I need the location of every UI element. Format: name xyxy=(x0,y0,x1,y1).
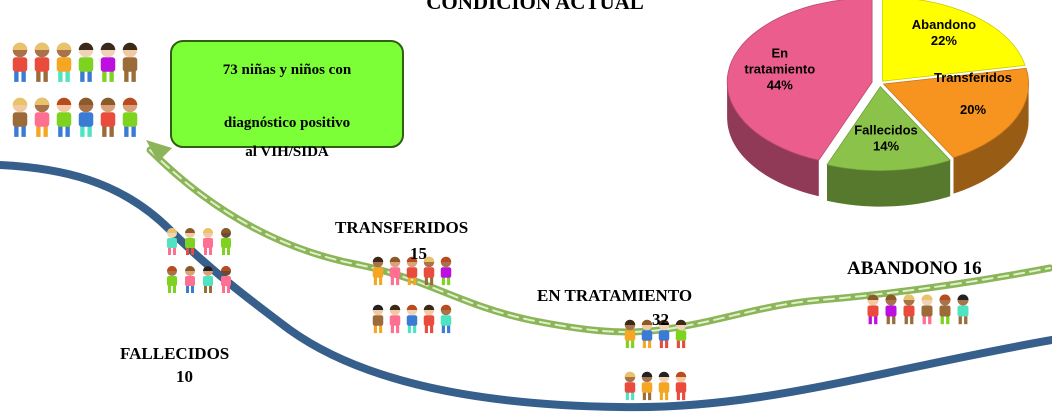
pie-label-abandono-1: 22% xyxy=(931,33,957,48)
pie-slice-transferidos xyxy=(882,67,1030,159)
summary-box xyxy=(170,40,404,148)
kids-tratamiento-kid-0-0 xyxy=(624,319,636,349)
pie-side-3 xyxy=(727,82,819,197)
arrow-head xyxy=(146,140,172,162)
kids-transferidos-kid-1-2 xyxy=(406,304,418,334)
stage-transferidos-name: TRANSFERIDOS xyxy=(335,218,469,237)
kids-topleft-kid-0-3 xyxy=(78,42,94,82)
pie-label-en-tratamiento-2: 44% xyxy=(767,77,793,92)
kids-abandono-kid-0-5 xyxy=(957,294,969,325)
pie-label-transferidos-0: Transferidos xyxy=(934,70,1012,85)
kids-tratamiento-kid-1-2 xyxy=(658,371,670,401)
children-group-tratamiento xyxy=(624,319,687,401)
pie-slice-en-tratamiento xyxy=(726,0,873,161)
kids-topleft-kid-1-0 xyxy=(12,97,28,137)
pie-side-1 xyxy=(953,84,1029,194)
kids-fallecidos-kid-0-0 xyxy=(167,228,177,255)
kids-tratamiento-kid-0-2 xyxy=(658,319,670,349)
pie-label-fallecidos-0: Fallecidos xyxy=(854,123,918,138)
kids-abandono-kid-0-4 xyxy=(939,294,951,325)
kids-fallecidos-kid-1-2 xyxy=(203,266,213,293)
stage-transferidos-count: 15 xyxy=(410,244,427,263)
kids-abandono-kid-0-1 xyxy=(885,294,897,325)
kids-fallecidos-kid-0-2 xyxy=(203,228,213,255)
pie-slice-fallecidos xyxy=(826,85,951,171)
kids-tratamiento-kid-0-3 xyxy=(675,319,687,349)
kids-transferidos-kid-1-1 xyxy=(389,304,401,334)
summary-line-3: al VIH/SIDA xyxy=(245,144,329,160)
kids-topleft-kid-0-1 xyxy=(34,42,50,82)
kids-transferidos-kid-0-3 xyxy=(423,256,435,286)
pie-label-abandono-0: Abandono xyxy=(912,17,976,32)
kids-topleft-kid-0-4 xyxy=(100,42,116,82)
kids-topleft-kid-0-5 xyxy=(122,42,138,82)
stage-fallecidos-count: 10 xyxy=(176,367,193,386)
kids-topleft-kid-1-1 xyxy=(34,97,50,137)
pie-slice-abandono xyxy=(882,0,1026,82)
summary-line-1: 73 niñas y niños con xyxy=(222,62,352,78)
kids-topleft-kid-0-2 xyxy=(56,42,72,82)
page-title: CONDICIÓN ACTUAL xyxy=(426,0,644,14)
kids-tratamiento-kid-1-0 xyxy=(624,371,636,401)
stage-tratamiento-name: EN TRATAMIENTO xyxy=(537,286,693,305)
pie-label-en-tratamiento-1: tratamiento xyxy=(744,61,815,76)
green-path-highlight xyxy=(149,149,1051,333)
kids-topleft-kid-1-5 xyxy=(122,97,138,137)
kids-transferidos-kid-0-2 xyxy=(406,256,418,286)
children-group-main xyxy=(12,42,138,137)
stage-tratamiento-count: 32 xyxy=(652,310,669,329)
kids-transferidos-kid-0-4 xyxy=(440,256,452,286)
kids-fallecidos-kid-1-0 xyxy=(167,266,177,293)
kids-tratamiento-kid-1-1 xyxy=(641,371,653,401)
kids-topleft-kid-1-2 xyxy=(56,97,72,137)
pie-label-fallecidos-1: 14% xyxy=(873,139,899,154)
pie-label-en-tratamiento-0: En xyxy=(771,45,788,60)
stage-fallecidos-name: FALLECIDOS xyxy=(120,344,230,363)
kids-abandono-kid-0-2 xyxy=(903,294,915,325)
kids-tratamiento-kid-1-3 xyxy=(675,371,687,401)
pie-label-transferidos-2: 20% xyxy=(960,102,986,117)
kids-transferidos-kid-0-1 xyxy=(389,256,401,286)
kids-fallecidos-kid-1-3 xyxy=(221,266,231,293)
kids-transferidos-kid-1-0 xyxy=(372,304,384,334)
kids-fallecidos-kid-0-3 xyxy=(221,228,231,255)
kids-topleft-kid-0-0 xyxy=(12,42,28,82)
pie-side-2 xyxy=(827,160,951,207)
kids-transferidos-kid-1-3 xyxy=(423,304,435,334)
children-group-fallecidos xyxy=(167,228,231,293)
summary-line-2: diagnóstico positivo xyxy=(223,115,351,131)
kids-tratamiento-kid-0-1 xyxy=(641,319,653,349)
kids-abandono-kid-0-0 xyxy=(867,294,879,325)
river-line xyxy=(0,161,1052,412)
children-group-abandono xyxy=(867,294,969,325)
kids-fallecidos-kid-0-1 xyxy=(185,228,195,255)
kids-fallecidos-kid-1-1 xyxy=(185,266,195,293)
kids-transferidos-kid-0-0 xyxy=(372,256,384,286)
kids-abandono-kid-0-3 xyxy=(921,294,933,325)
children-group-transferidos xyxy=(372,256,452,334)
kids-topleft-kid-1-3 xyxy=(78,97,94,137)
kids-topleft-kid-1-4 xyxy=(100,97,116,137)
kids-transferidos-kid-1-4 xyxy=(440,304,452,334)
stage-abandono-label: ABANDONO 16 xyxy=(847,258,982,279)
